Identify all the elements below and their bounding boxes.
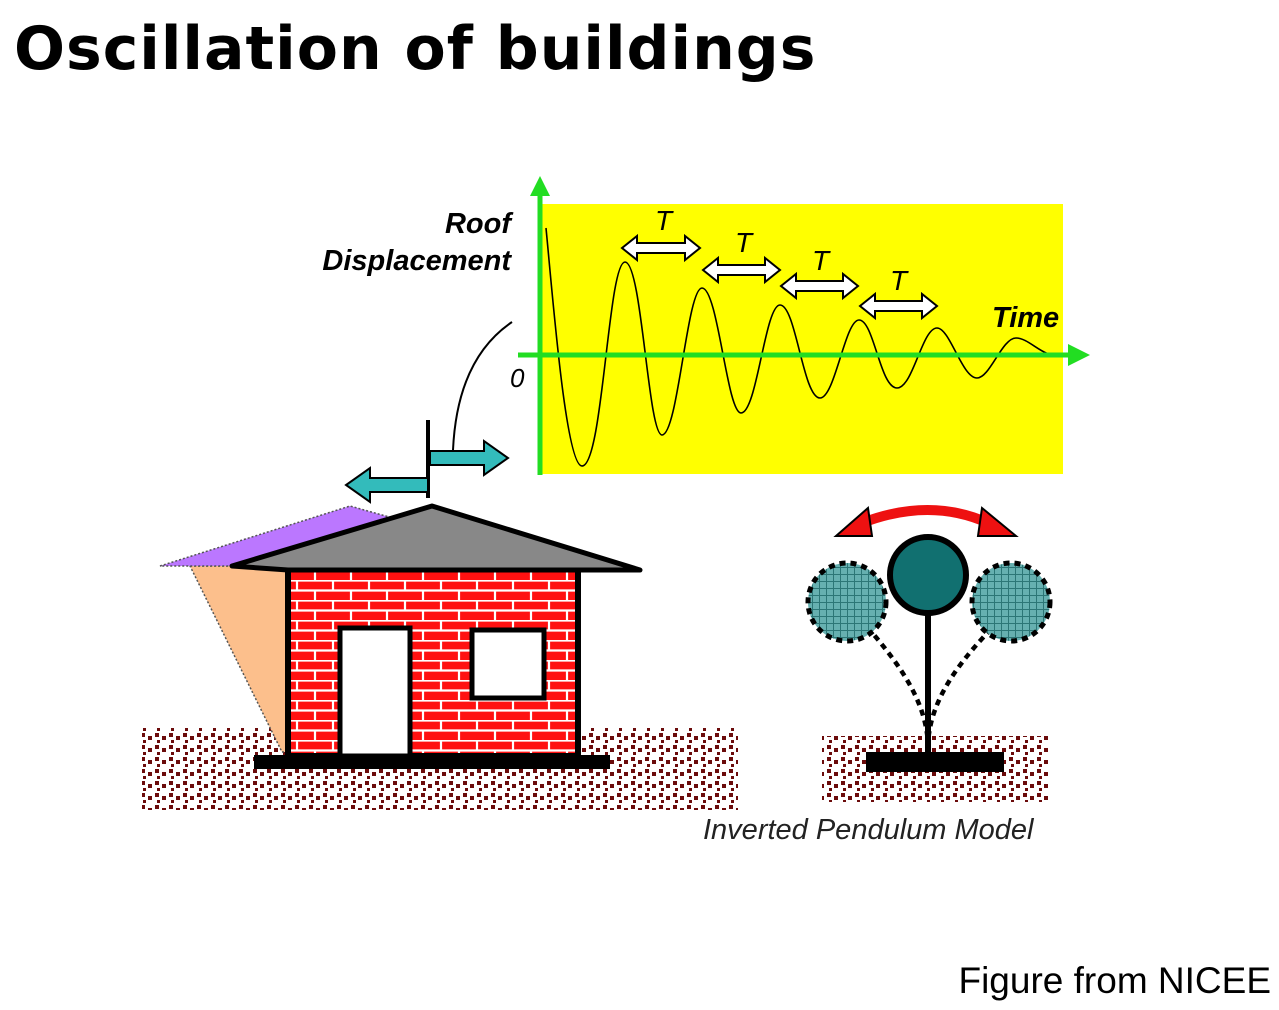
y-axis-arrowhead [530,176,550,196]
displaced-roof [159,505,403,567]
pendulum-mass-displaced-left [805,560,889,644]
slide-title: Oscillation of buildings [14,14,817,84]
x-axis-label: Time [992,302,1059,334]
origin-label: 0 [510,363,525,393]
figure-credit: Figure from NICEE [958,960,1271,1001]
roof-displacement-curve [545,227,1061,467]
pendulum-base [866,752,1004,772]
period-label: T [890,265,909,296]
pendulum-caption: Inverted Pendulum Model [703,814,1035,846]
pendulum-rod-displaced-left [868,628,931,749]
period-arrow [858,291,939,321]
pendulum-mass [887,534,969,616]
period-arrow [620,233,702,263]
pendulum-mass-displaced-right [969,560,1053,644]
house-window [469,627,547,701]
period-arrow [701,255,782,285]
house-roof [229,503,643,573]
house-foundation [254,755,610,769]
sway-arrow-left [344,466,429,504]
house-door [337,625,413,759]
period-arrow [779,271,860,301]
displaced-wall [188,565,289,753]
period-label: T [655,205,674,236]
connector-line [452,321,513,451]
sway-arrow-right [429,439,510,477]
period-label: T [812,245,831,276]
graph-background [542,204,1063,474]
pendulum-rod-displaced-right [925,628,992,749]
y-axis-label-line2: Displacement [322,245,512,277]
swing-arc [860,505,991,528]
swing-arc-head-left [833,506,874,537]
y-axis-label-line1: Roof [445,208,514,240]
period-label: T [735,227,754,258]
swing-arc-head-right [976,506,1019,537]
x-axis-arrowhead [1068,344,1090,366]
